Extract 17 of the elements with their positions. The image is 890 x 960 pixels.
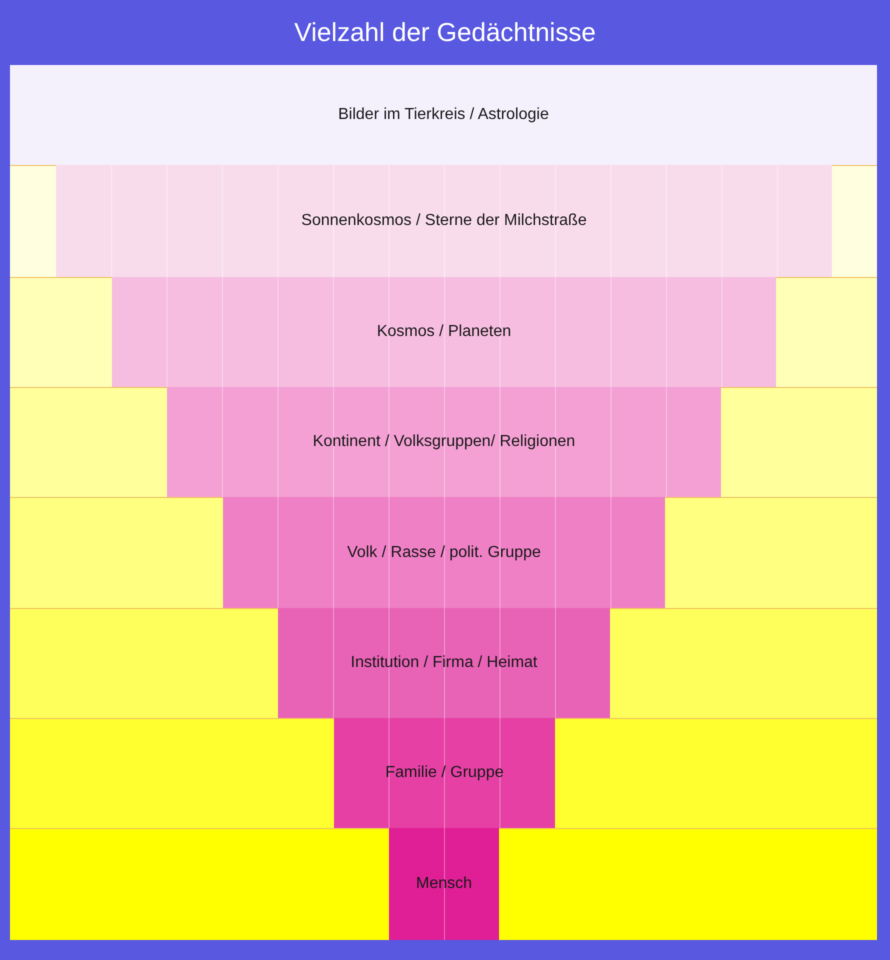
level-label: Institution / Firma / Heimat	[350, 653, 538, 673]
level-label: Sonnenkosmos / Sterne der Milchstraße	[300, 211, 588, 231]
title: Vielzahl der Gedächtnisse	[293, 16, 597, 49]
level-block	[167, 387, 721, 497]
level-label: Kosmos / Planeten	[376, 322, 512, 342]
level-block	[334, 718, 555, 828]
level-label: Bilder im Tierkreis / Astrologie	[337, 105, 550, 125]
level-label: Familie / Gruppe	[384, 763, 505, 783]
level-label: Mensch	[414, 874, 474, 894]
level-block	[56, 165, 832, 277]
level-block	[10, 65, 877, 165]
level-block	[389, 828, 499, 940]
level-label: Volk / Rasse / polit. Gruppe	[346, 542, 542, 562]
level-block	[223, 497, 665, 608]
level-block	[112, 277, 776, 387]
level-label: Kontinent / Volksgruppen/ Religionen	[312, 432, 576, 452]
level-block	[278, 608, 610, 718]
